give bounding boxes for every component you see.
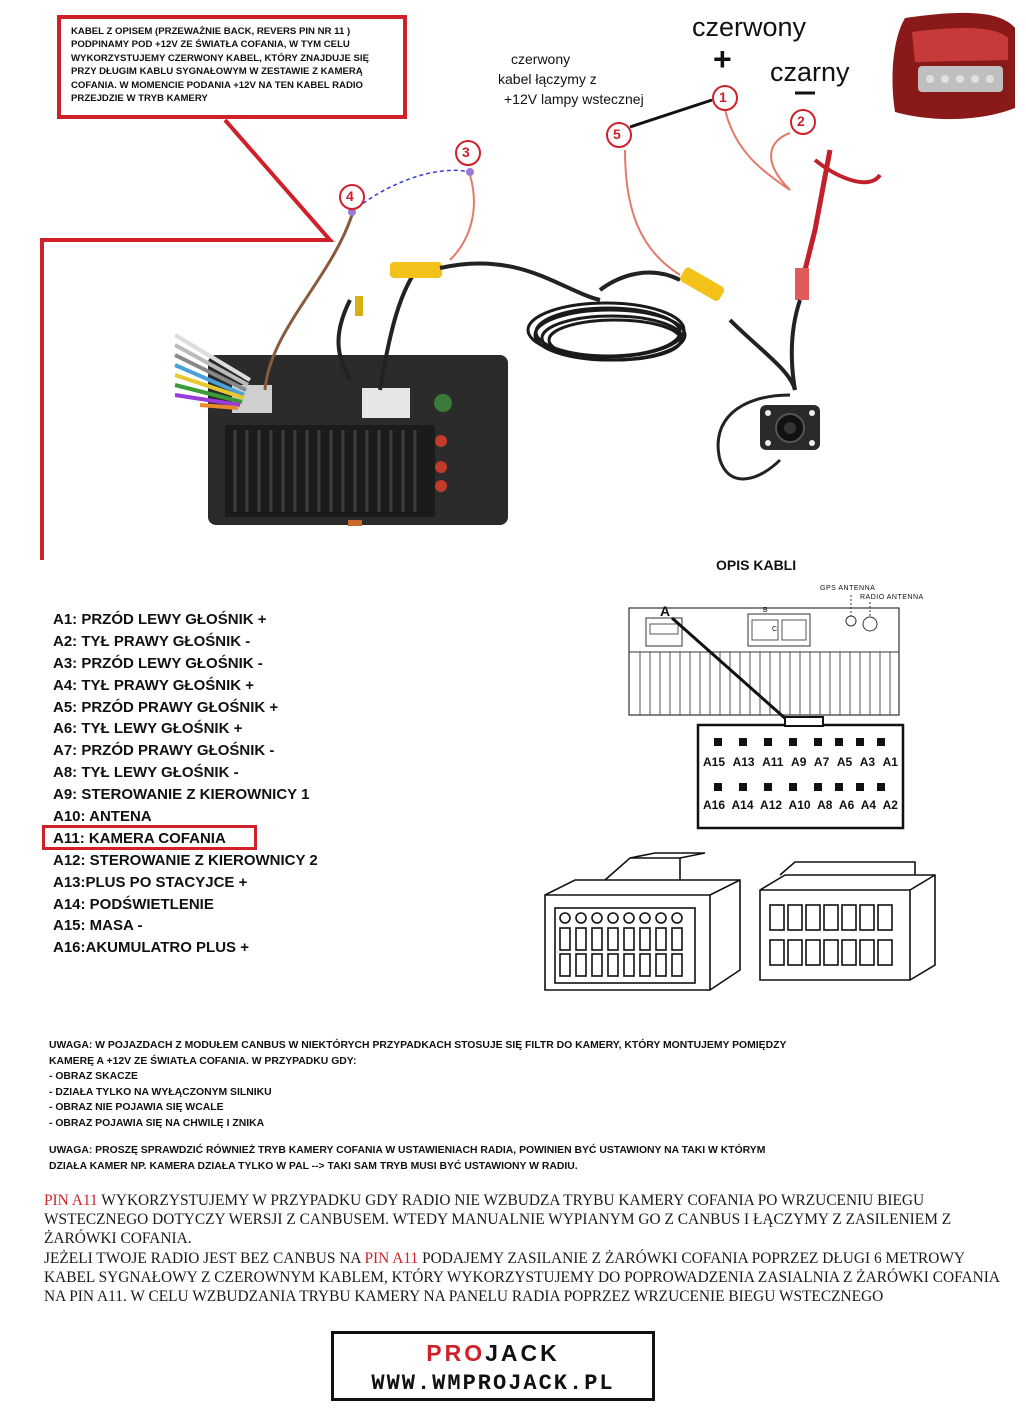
pin-description-item: A3: PRZÓD LEWY GŁOŚNIK - [53, 654, 263, 672]
red-cable-note-1: czerwony [511, 51, 571, 67]
radio-antenna-label: RADIO ANTENNA [860, 594, 924, 601]
logo-brand-text: PROJACK [426, 1340, 560, 1366]
pin-label: A10 [788, 798, 811, 812]
pins-title: OPIS KABLI [716, 557, 797, 573]
callout-1: 1 [719, 89, 727, 105]
red-cable-note-3: +12V lampy wstecznej [504, 91, 644, 107]
pin-label: A8 [817, 798, 833, 812]
callout-circles [339, 85, 816, 210]
callout-2: 2 [797, 113, 805, 129]
dashed-link [351, 169, 471, 213]
pin-label: A12 [760, 798, 783, 812]
pin-label: A3 [859, 755, 876, 769]
pin-description-item: A7: PRZÓD PRAWY GŁOŚNIK - [53, 742, 275, 760]
pin-label: A11 [762, 755, 784, 769]
pin-label: A14 [731, 798, 754, 812]
power-cable [813, 158, 882, 185]
pin-description-item: A2: TYŁ PRAWY GŁOŚNIK - [53, 632, 251, 650]
pin-description-item: A12: STEROWANIE Z KIEROWNICY 2 [53, 851, 318, 869]
pin-label: A16 [703, 798, 726, 812]
pin-label: A9 [791, 755, 807, 769]
pin-description-item: A14: PODŚWIETLENIE [53, 895, 214, 913]
warning-line: - OBRAZ POJAWIA SIĘ NA CHWILĘ I ZNIKA [49, 1117, 265, 1129]
pin-label: A1 [882, 755, 898, 769]
rear-camera [760, 405, 820, 450]
radio-head-unit [208, 355, 508, 526]
pin-label: A7 [813, 755, 830, 769]
iso-connectors-drawing [544, 852, 936, 991]
pin-label: A4 [860, 798, 877, 812]
pin-description-list: A1: PRZÓD LEWY GŁOŚNIK + A2: TYŁ PRAWY G… [53, 609, 373, 959]
taillight-icon [892, 12, 1015, 120]
pin-a11-info: PIN A11 WYKORZYSTUJEMY W PRZYPADKU GDY R… [44, 1191, 1004, 1306]
warning-line: UWAGA: PROSZĘ SPRAWDZIĆ RÓWNIEŻ TRYB KAM… [49, 1145, 766, 1156]
rca-connector-right [680, 267, 725, 301]
info-text: WYKORZYSTUJEMY W PRZYPADKU GDY RADIO NIE… [44, 1192, 952, 1248]
video-cable [336, 299, 352, 381]
red-wire-3 [449, 174, 475, 261]
plus-sign: + [713, 41, 732, 77]
black-minus-label: czarny [770, 57, 850, 87]
a11-highlight-frame [42, 825, 257, 850]
pin-description-item: A15: MASA - [53, 917, 143, 935]
red-plus-label: czerwony [692, 12, 807, 42]
pin-label: A2 [882, 798, 898, 812]
pin-description-item: A4: TYŁ PRAWY GŁOŚNIK + [53, 676, 254, 694]
pin-description-item: A10: ANTENA [53, 808, 152, 826]
wiring-illustration [40, 12, 1015, 560]
callout-3: 3 [462, 144, 470, 160]
pin-description-item: A16:AKUMULATRO PLUS + [53, 939, 249, 957]
connector-diagram [628, 595, 905, 830]
info-paragraph-1: PIN A11 WYKORZYSTUJEMY W PRZYPADKU GDY R… [44, 1191, 1004, 1249]
pin-ref: PIN A11 [364, 1249, 419, 1267]
connector-block-b-label: B [763, 607, 769, 614]
pin-label: A13 [732, 755, 755, 769]
warning-line: DZIAŁA KAMER NP. KAMERA DZIAŁA TYLKO W P… [49, 1160, 578, 1172]
camera-mode-warning: UWAGA: PROSZĘ SPRAWDZIĆ RÓWNIEŻ TRYB KAM… [49, 1143, 849, 1174]
logo-url: WWW.WMPROJACK.PL [371, 1371, 615, 1396]
warning-line: KAMERĘ A +12V ZE ŚWIATŁA COFANIA. W PRZY… [49, 1055, 357, 1067]
callout-4: 4 [346, 188, 354, 204]
info-text: PODAJEMY ZASILANIE Z ŻARÓWKI COFANIA POP… [44, 1249, 1000, 1306]
pin-description-item: A8: TYŁ LEWY GŁOŚNIK - [53, 764, 239, 782]
pin-description-item: A13:PLUS PO STACYJCE + [53, 873, 248, 891]
pointer-line [629, 98, 713, 129]
warning-line: UWAGA: W POJAZDACH Z MODUŁEM CANBUS W NI… [49, 1040, 787, 1051]
brown-wire [263, 214, 354, 391]
rca-connector-left [355, 262, 442, 316]
harness-wires [173, 333, 252, 410]
pin-ref: PIN A11 [44, 1192, 98, 1209]
pin-description-item-highlighted: A11: KAMERA COFANIA [53, 829, 226, 847]
red-wire-5 [624, 149, 681, 276]
warning-line: - OBRAZ SKACZE [49, 1071, 138, 1082]
info-paragraph-2: JEŻELI TWOJE RADIO JEST BEZ CANBUS NA PI… [44, 1249, 1004, 1307]
note-box-text: KABEL Z OPISEM (PRZEWAŻNIE BACK, REVERS … [71, 26, 369, 105]
logo-brand: PROJACK [334, 1340, 652, 1367]
info-text: JEŻELI TWOJE RADIO JEST BEZ CANBUS NA [44, 1249, 365, 1267]
pin-label: A5 [836, 755, 853, 769]
connector-block-c-label: C [772, 626, 778, 633]
canbus-warning: UWAGA: W POJAZDACH Z MODUŁEM CANBUS W NI… [49, 1038, 849, 1131]
pin-description-item: A5: PRZÓD PRAWY GŁOŚNIK + [53, 698, 279, 716]
pin-label: A15 [703, 755, 726, 769]
warning-line: - OBRAZ NIE POJAWIA SIĘ WCALE [49, 1102, 224, 1113]
connector-block-a-label: A [660, 603, 671, 619]
note-box: KABEL Z OPISEM (PRZEWAŻNIE BACK, REVERS … [57, 15, 407, 119]
coiled-cable [526, 301, 687, 362]
callout-bracket-line [40, 118, 335, 560]
pin-description-item: A6: TYŁ LEWY GŁOŚNIK + [53, 720, 243, 738]
red-wire-1 [724, 109, 791, 191]
warning-line: - DZIAŁA TYLKO NA WYŁĄCZONYM SILNIKU [49, 1086, 272, 1098]
red-cable-note-2: kabel łączymy z [498, 71, 597, 87]
red-wire-2 [770, 132, 791, 191]
pin-label: A6 [838, 798, 855, 812]
gps-antenna-label: GPS ANTENNA [820, 585, 876, 592]
pin-description-item: A9: STEROWANIE Z KIEROWNICY 1 [53, 786, 310, 804]
projack-logo: PROJACK WWW.WMPROJACK.PL [331, 1331, 655, 1401]
connector-top-row: A15 A13 A11 A9 A7 A5 A3 A1 [703, 755, 898, 769]
pin-description-item: A1: PRZÓD LEWY GŁOŚNIK + [53, 611, 267, 628]
connector-bottom-row: A16 A14 A12 A10 A8 A6 A4 A2 [703, 798, 898, 812]
callout-5: 5 [613, 126, 621, 142]
